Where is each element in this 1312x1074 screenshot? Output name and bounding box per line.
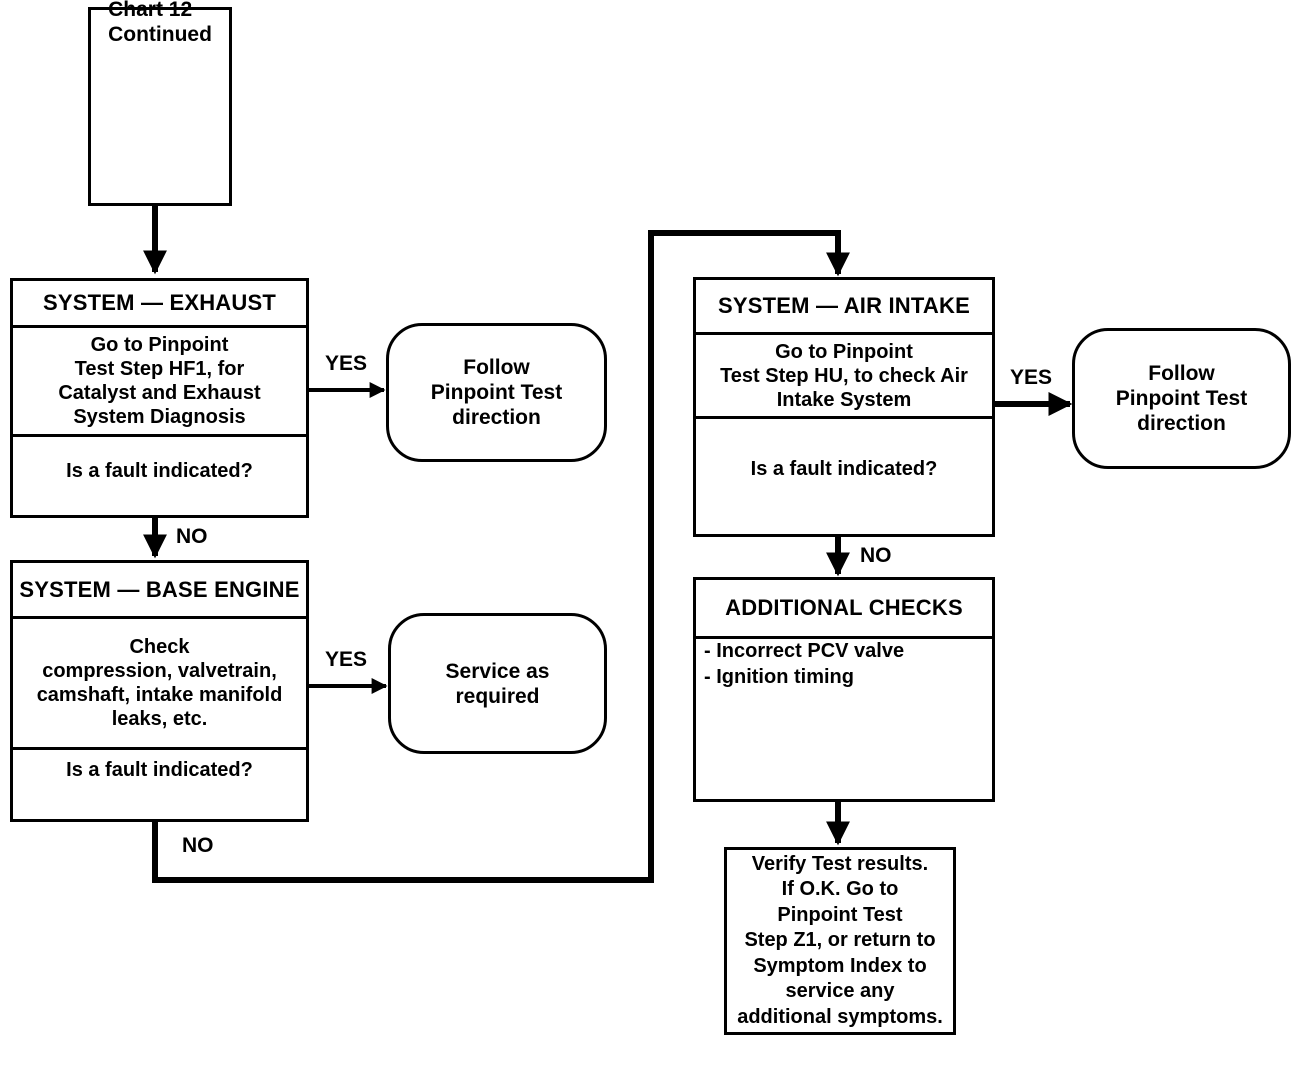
base-yes-result: Service as required <box>388 613 607 754</box>
additional-checks-box: ADDITIONAL CHECKS - Incorrect PCV valve … <box>693 577 995 802</box>
verify-results-text: Verify Test results. If O.K. Go to Pinpo… <box>737 852 943 1028</box>
exhaust-question: Is a fault indicated? <box>13 434 306 515</box>
additional-check-item: - Incorrect PCV valve <box>704 640 905 662</box>
air-no-label: NO <box>860 544 892 567</box>
exhaust-yes-result: Follow Pinpoint Test direction <box>386 323 607 462</box>
additional-checks-header: ADDITIONAL CHECKS <box>725 595 963 620</box>
arrow-base-no-to-air-intake <box>152 230 850 883</box>
verify-results-box: Verify Test results. If O.K. Go to Pinpo… <box>724 847 956 1035</box>
base-yes-label: YES <box>325 648 368 671</box>
base-engine-header: SYSTEM — BASE ENGINE <box>19 576 300 602</box>
air-intake-question: Is a fault indicated? <box>696 416 992 534</box>
air-intake-header: SYSTEM — AIR INTAKE <box>718 293 970 318</box>
start-text: Chart 12 Continued <box>108 0 212 46</box>
additional-checks-divider <box>696 636 992 639</box>
air-yes-label: YES <box>1010 366 1053 389</box>
exhaust-yes-label: YES <box>325 352 368 375</box>
base-no-label: NO <box>182 834 214 857</box>
start-box: Chart 12 Continued <box>88 0 232 206</box>
exhaust-header: SYSTEM — EXHAUST <box>42 290 276 315</box>
base-engine-system-box: SYSTEM — BASE ENGINE Check compression, … <box>10 560 309 822</box>
exhaust-system-box: SYSTEM — EXHAUST Go to Pinpoint Test Ste… <box>10 278 309 518</box>
additional-checks-list: - Incorrect PCV valve - Ignition timing <box>696 638 992 690</box>
additional-check-item: - Ignition timing <box>704 666 854 688</box>
base-engine-instruction: Check compression, valvetrain, camshaft,… <box>13 616 306 747</box>
exhaust-instruction: Go to Pinpoint Test Step HF1, for Cataly… <box>13 325 306 434</box>
base-engine-question: Is a fault indicated? <box>13 747 306 819</box>
exhaust-no-label: NO <box>176 525 208 548</box>
air-intake-instruction: Go to Pinpoint Test Step HU, to check Ai… <box>696 332 992 416</box>
air-intake-system-box: SYSTEM — AIR INTAKE Go to Pinpoint Test … <box>693 277 995 537</box>
air-yes-result: Follow Pinpoint Test direction <box>1072 328 1291 469</box>
